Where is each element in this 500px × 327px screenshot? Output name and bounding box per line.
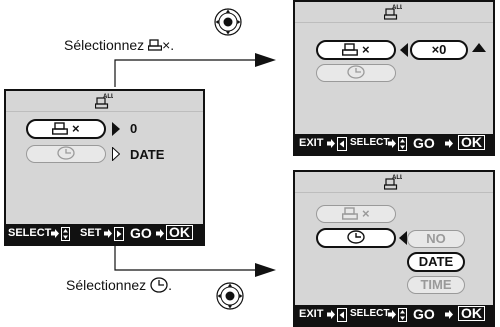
footer-set-label: SET bbox=[80, 227, 102, 239]
screen-main: ALL × 0 DATE SELECT SET GO OK bbox=[4, 89, 205, 246]
footer-bottom-right: EXIT SELECT GO OK bbox=[295, 305, 493, 325]
arrow-up-icon bbox=[472, 43, 486, 52]
all-print-icon: ALL bbox=[384, 174, 402, 190]
arrow-left-icon bbox=[399, 231, 407, 245]
footer-exit-label: EXIT bbox=[299, 137, 324, 149]
caption-top-text: Sélectionnez bbox=[64, 37, 145, 53]
date-option[interactable] bbox=[26, 145, 106, 163]
clock-icon bbox=[57, 146, 75, 160]
caption-top: Sélectionnez ×. bbox=[64, 37, 174, 53]
date-option[interactable] bbox=[316, 64, 396, 82]
footer-select-label: SELECT bbox=[8, 227, 52, 239]
print-icon bbox=[342, 207, 359, 220]
date-value: DATE bbox=[130, 147, 165, 162]
option-date-label: DATE bbox=[418, 254, 454, 269]
ok-button-hint: OK bbox=[166, 225, 193, 240]
print-count-label: × bbox=[72, 121, 80, 136]
arrow-icon bbox=[327, 310, 335, 319]
print-count-option[interactable]: × bbox=[26, 119, 106, 139]
arrow-right-icon bbox=[112, 122, 120, 136]
ok-button-hint: OK bbox=[458, 135, 485, 150]
clock-icon bbox=[347, 65, 365, 79]
ok-button-hint: OK bbox=[458, 306, 485, 321]
footer-go-label: GO bbox=[413, 306, 435, 322]
svg-text:ALL: ALL bbox=[392, 5, 402, 11]
ok-dial-icon bbox=[216, 282, 244, 310]
leftright-icon bbox=[114, 227, 124, 241]
title-bar: ALL bbox=[295, 172, 493, 192]
caption-bottom: Sélectionnez . bbox=[66, 277, 172, 293]
print-count-option[interactable]: × bbox=[316, 40, 396, 60]
leftright-icon bbox=[337, 137, 347, 151]
option-time-label: TIME bbox=[420, 277, 452, 292]
print-count-value-text: ×0 bbox=[431, 42, 447, 57]
option-date[interactable]: DATE bbox=[407, 252, 465, 272]
print-count-value: 0 bbox=[130, 121, 138, 136]
print-icon bbox=[148, 38, 163, 52]
arrow-icon bbox=[445, 139, 453, 148]
arrow-icon bbox=[156, 229, 164, 238]
print-icon bbox=[52, 122, 69, 135]
all-print-icon: ALL bbox=[384, 4, 402, 20]
ok-dial-icon bbox=[214, 8, 242, 36]
option-no[interactable]: NO bbox=[407, 230, 465, 248]
arrow-icon bbox=[388, 139, 396, 148]
footer-top-right: EXIT SELECT GO OK bbox=[295, 134, 493, 154]
date-option[interactable] bbox=[316, 228, 396, 248]
svg-text:ALL: ALL bbox=[103, 94, 113, 100]
footer-select-label: SELECT bbox=[350, 308, 390, 319]
arrow-icon bbox=[327, 139, 335, 148]
caption-bottom-text: Sélectionnez bbox=[66, 277, 147, 293]
arrow-icon bbox=[445, 310, 453, 319]
svg-text:ALL: ALL bbox=[392, 175, 402, 181]
all-print-icon: ALL bbox=[95, 93, 113, 109]
arrow-left-icon bbox=[400, 43, 408, 57]
title-bar: ALL bbox=[295, 2, 493, 22]
footer-exit-label: EXIT bbox=[299, 308, 324, 320]
print-count-option[interactable]: × bbox=[316, 205, 396, 223]
leftright-icon bbox=[337, 308, 347, 322]
title-bar: ALL bbox=[6, 91, 203, 111]
print-count-value[interactable]: ×0 bbox=[410, 40, 468, 60]
arrow-icon bbox=[388, 310, 396, 319]
clock-icon bbox=[347, 230, 365, 244]
updown-icon bbox=[398, 308, 407, 322]
screen-bottom-right: ALL × NO DATE TIME EXIT SELECT GO OK bbox=[293, 170, 495, 327]
print-icon bbox=[342, 43, 359, 56]
footer-select-label: SELECT bbox=[350, 137, 390, 148]
arrow-icon bbox=[51, 229, 59, 238]
footer-go-label: GO bbox=[413, 135, 435, 151]
print-count-label: × bbox=[362, 42, 370, 57]
clock-icon bbox=[150, 277, 168, 293]
caption-top-suffix: ×. bbox=[162, 37, 175, 53]
footer-go-label: GO bbox=[130, 225, 152, 241]
updown-icon bbox=[61, 227, 70, 241]
caption-bottom-suffix: . bbox=[168, 277, 172, 293]
print-count-label: × bbox=[362, 206, 370, 221]
arrow-right-outline-icon bbox=[112, 147, 120, 161]
footer-main: SELECT SET GO OK bbox=[6, 224, 203, 244]
screen-top-right: ALL × ×0 EXIT SELECT GO OK bbox=[293, 0, 495, 156]
option-time[interactable]: TIME bbox=[407, 276, 465, 294]
updown-icon bbox=[398, 137, 407, 151]
arrow-icon bbox=[104, 229, 112, 238]
option-no-label: NO bbox=[426, 231, 446, 246]
